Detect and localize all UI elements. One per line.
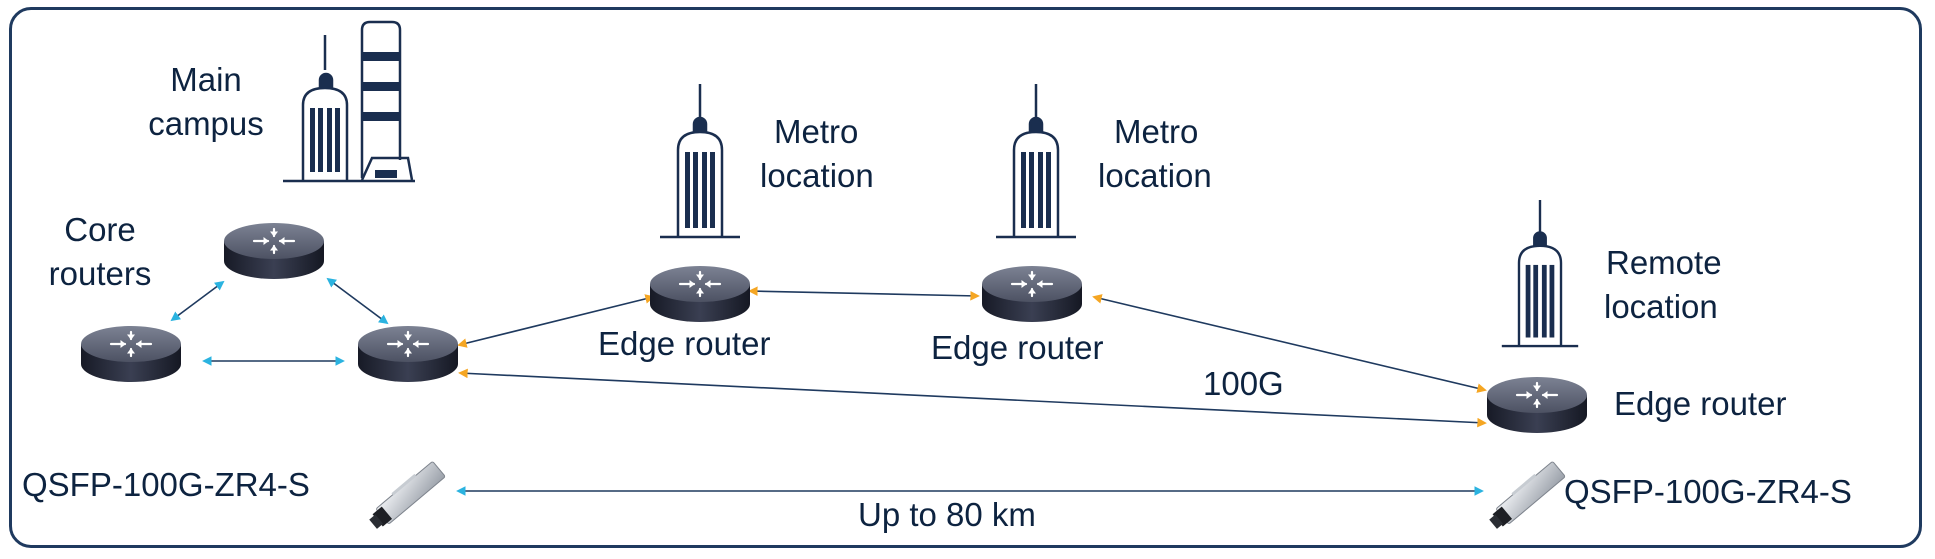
remote-line1: Remote	[1606, 244, 1722, 281]
main-campus-line1: Main	[170, 61, 242, 98]
core-router-icon-left[interactable]	[79, 324, 183, 384]
transceiver-label-right: QSFP-100G-ZR4-S	[1564, 473, 1852, 510]
core-router-icon-right[interactable]	[356, 324, 460, 384]
metro2-line2: location	[1098, 157, 1212, 194]
remote-line2: location	[1604, 288, 1718, 325]
core-router-icon-top[interactable]	[222, 221, 326, 281]
core-links	[170, 277, 389, 366]
edge-router-label-3: Edge router	[1614, 385, 1787, 422]
metro2-line1: Metro	[1114, 113, 1199, 150]
edge-router-icon-3[interactable]	[1485, 375, 1589, 435]
remote-building-icon	[1500, 200, 1580, 348]
main-campus-label: Main campus	[146, 58, 266, 146]
remote-location-label: Remote location	[1604, 241, 1722, 329]
link-speed-label: 100G	[1203, 365, 1284, 402]
transceiver-label-left: QSFP-100G-ZR4-S	[22, 466, 310, 503]
core-routers-label: Core routers	[40, 208, 160, 296]
metro-location-label-1: Metro location	[760, 110, 874, 198]
metro-building-icon-2	[996, 84, 1076, 239]
diagram-frame	[9, 7, 1922, 548]
transceiver-icon-left	[365, 459, 446, 533]
metro1-line1: Metro	[774, 113, 859, 150]
distance-label: Up to 80 km	[858, 496, 1036, 533]
core-routers-line1: Core	[64, 211, 136, 248]
metro-building-icon-1	[660, 84, 740, 239]
metro-location-label-2: Metro location	[1098, 110, 1212, 198]
edge-router-icon-1[interactable]	[648, 264, 752, 324]
main-campus-line2: campus	[148, 105, 264, 142]
edge-router-label-1: Edge router	[598, 325, 771, 362]
core-routers-line2: routers	[48, 255, 152, 292]
main-campus-building-icon	[283, 20, 415, 183]
edge-router-label-2: Edge router	[931, 329, 1104, 366]
wan-links	[457, 286, 1487, 428]
transceiver-icon-right	[1485, 459, 1566, 533]
metro1-line2: location	[760, 157, 874, 194]
edge-router-icon-2[interactable]	[980, 264, 1084, 324]
